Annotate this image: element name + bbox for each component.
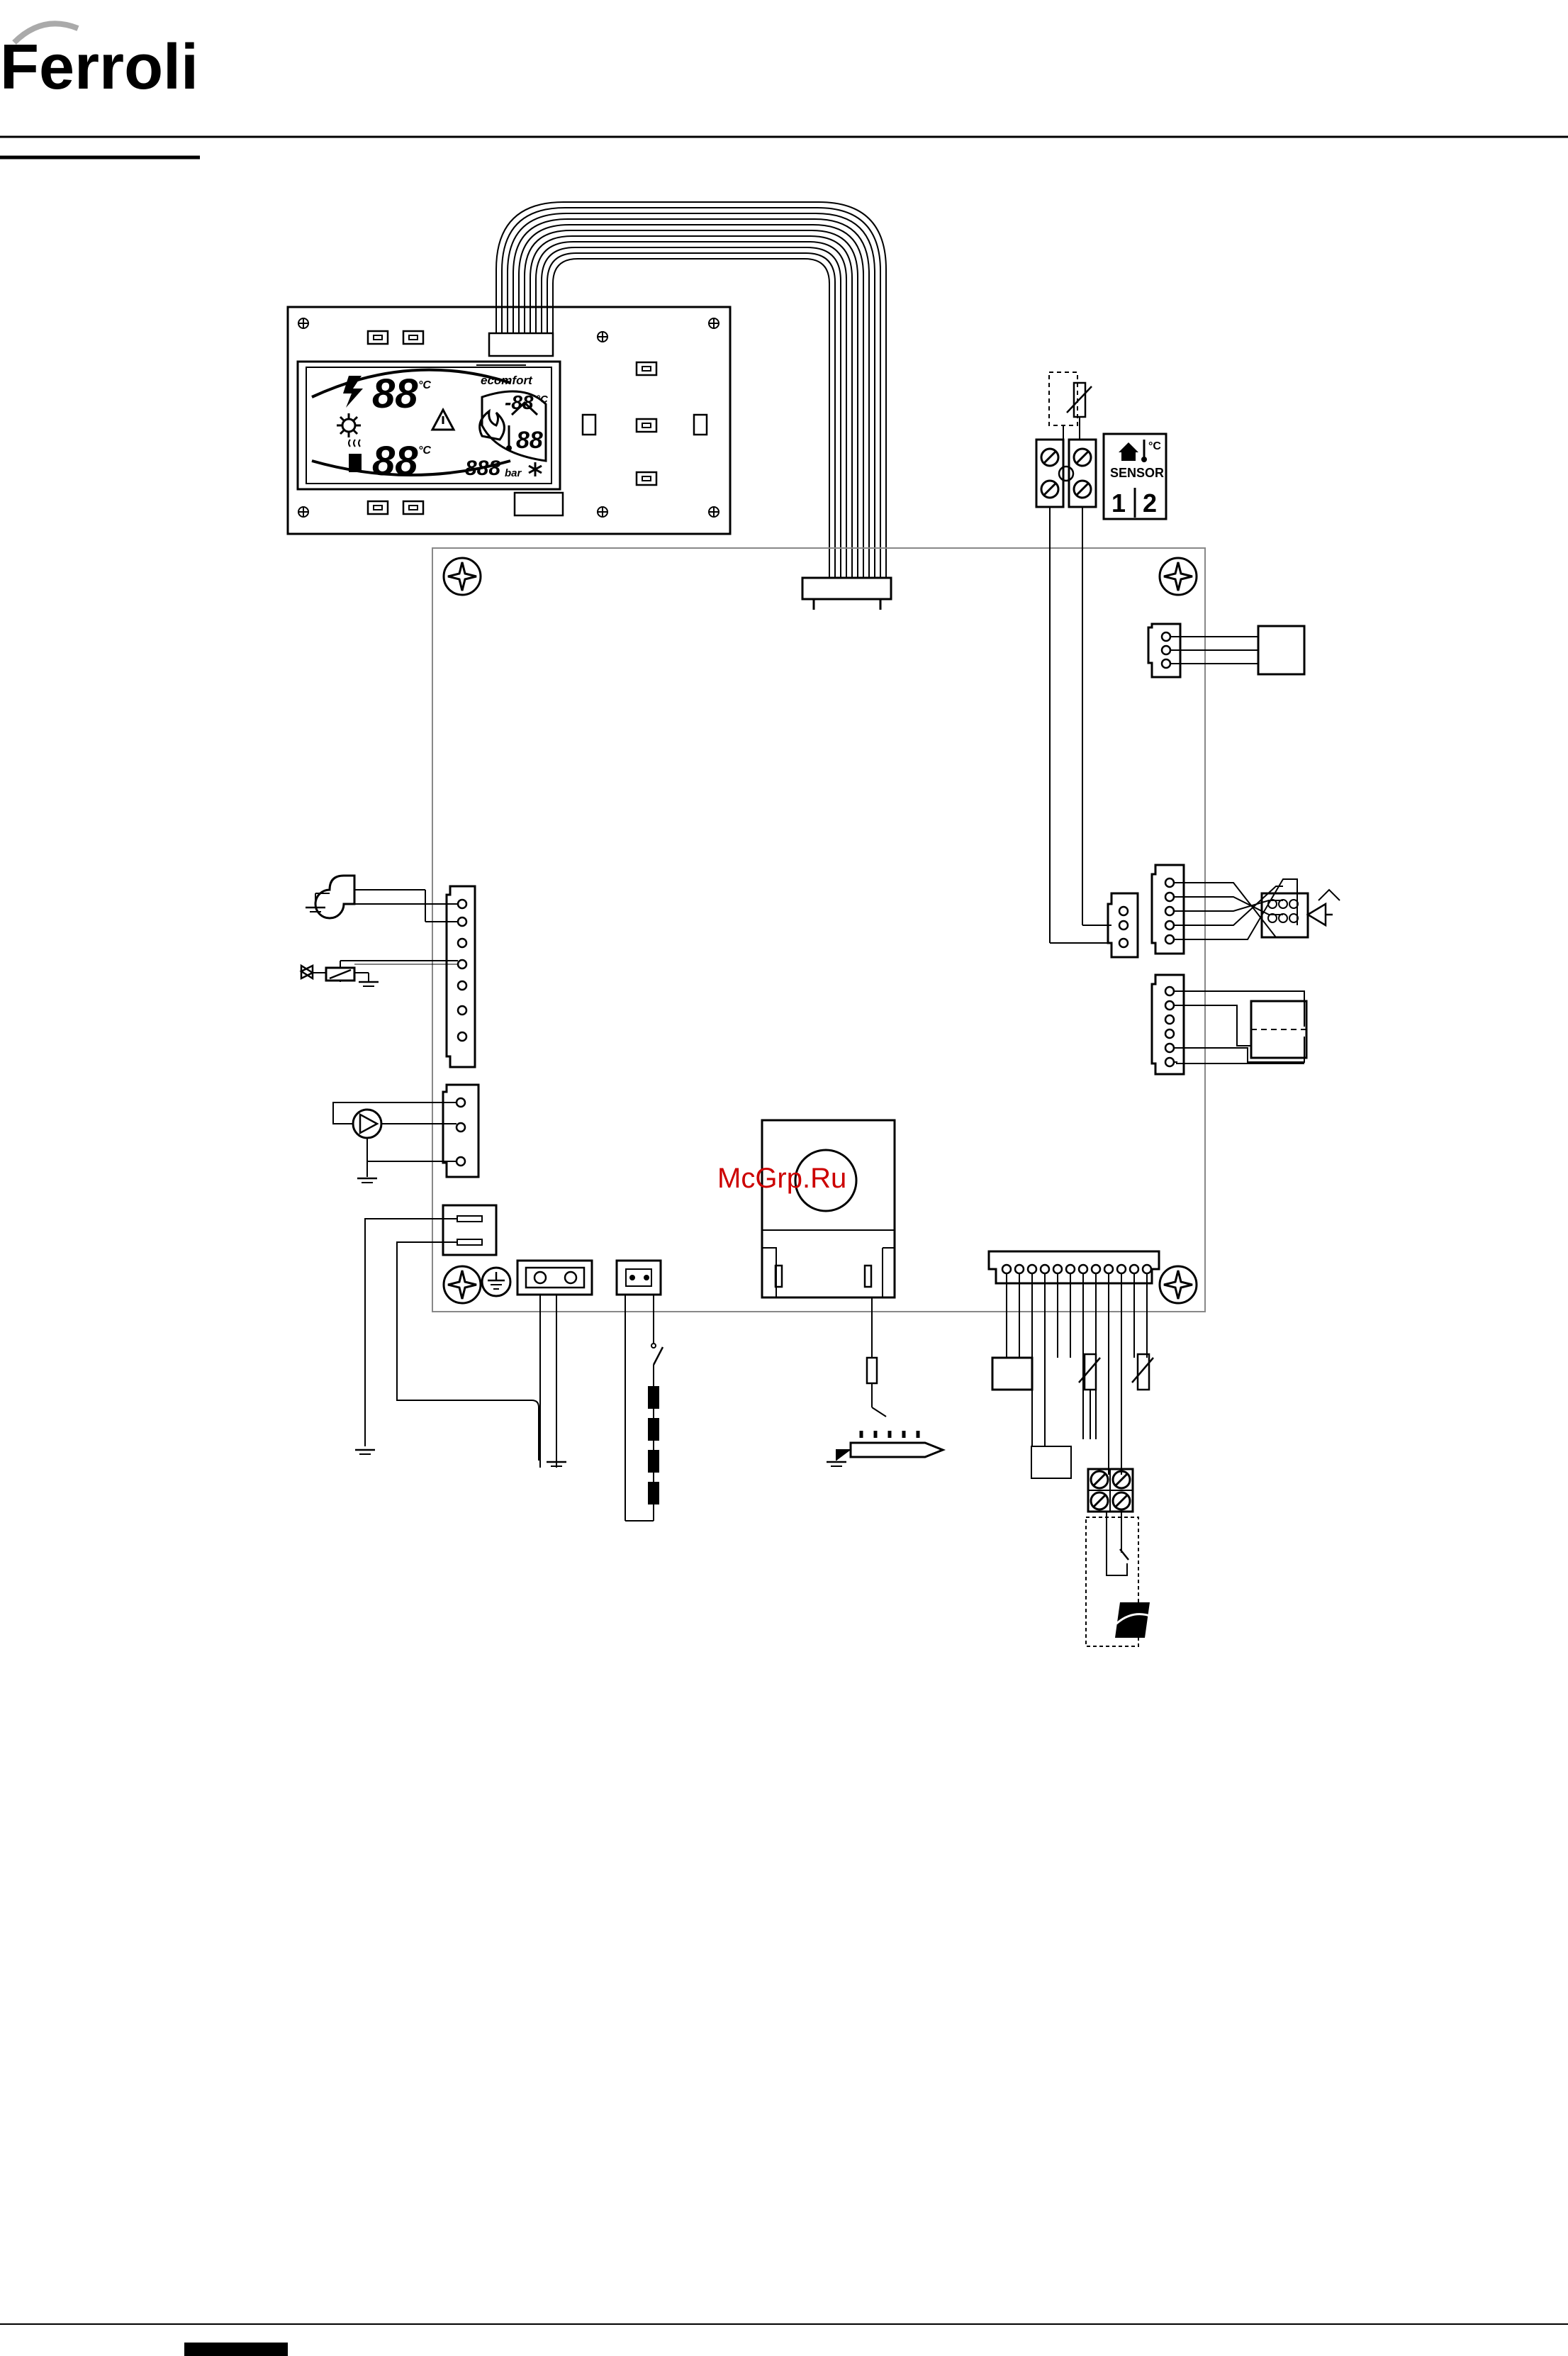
connector-three-way-valve [1152,865,1340,954]
thermostat-icon [1115,1602,1152,1638]
fan-icon [315,876,354,918]
lcd-brand: ecomfort [481,374,533,387]
lcd-small-digits: 88 [516,427,543,454]
connector-outdoor-sensor [1108,893,1138,957]
logo-text: Ferroli [0,32,198,103]
sun-icon [337,413,361,437]
lower-right-box [1251,1001,1306,1058]
lcd-pressure-unit: bar [505,467,522,479]
sensor-terminal-2: 2 [1143,488,1157,518]
burner-electrode-icon [827,1431,943,1466]
page-number-tab [184,2343,288,2356]
sensor-unit: °C [1148,440,1161,452]
pump-icon [353,1110,381,1138]
sensor-label: SENSOR [1110,466,1164,480]
main-board [432,548,1205,1312]
outdoor-sensor-terminal [1036,372,1111,943]
warning-icon [432,410,454,430]
heating-element [648,1482,659,1504]
lcd-outdoor-temp: -88 [505,391,534,413]
connector-lower-right [1152,975,1306,1074]
sensor-box-b [1031,1446,1071,1478]
sensor-box-a [992,1358,1032,1390]
heating-element [648,1450,659,1473]
sensor-multi-connector [989,1251,1159,1478]
lcd-outdoor-unit: °C [536,393,549,406]
heating-element [648,1418,659,1441]
ferroli-logo: Ferroli [0,23,198,103]
gas-valve [301,961,458,986]
lcd-pressure-digits: 888 [465,457,500,480]
house-icon [1119,442,1138,461]
flame-icon [480,411,505,440]
lcd-heating-temp: 88 [372,438,418,484]
connector-top-right [1148,624,1304,677]
ntc-sensor-1 [1079,1354,1100,1439]
sensor-label-box: °C SENSOR 1 2 [1104,434,1166,519]
lcd-dhw-unit: °C [418,379,431,391]
power-connector [355,1205,539,1461]
radiator-icon [349,440,362,472]
heater-connector [617,1261,663,1521]
room-thermostat-terminal [1086,1469,1152,1646]
pump-connector [333,1085,478,1183]
valve-icon [1308,904,1333,925]
watermark-text: McGrp.Ru [717,1163,846,1194]
lcd-screen: 88 °C ecomfort -88 °C 88 88 °C 888 bar [298,362,560,489]
ntc-sensor-2 [1132,1354,1153,1393]
fan-connector [306,876,475,1067]
board-ground-symbol [482,1268,510,1296]
mains-connector [517,1261,592,1468]
lcd-dhw-temp: 88 [372,371,418,417]
gas-valve-icon [301,966,313,978]
heating-element [648,1386,659,1409]
main-board-outline [432,548,1205,1312]
snowflake-icon [529,462,542,476]
lcd-heating-unit: °C [418,445,431,457]
sensor-terminal-1: 1 [1111,488,1126,518]
flow-sensor-box [1258,626,1304,674]
